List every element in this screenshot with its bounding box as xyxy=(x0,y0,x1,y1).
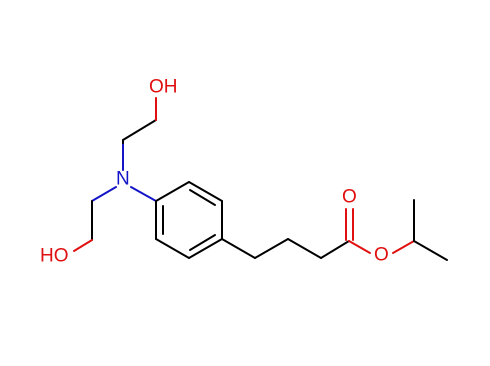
chain-bond-2 xyxy=(254,238,289,259)
isopropyl-bond-right xyxy=(413,240,448,261)
ring-double-bond-1 xyxy=(189,189,216,206)
bond-c4-o-left xyxy=(73,239,93,252)
lower-hydroxyethyl-arm xyxy=(73,186,117,252)
ester-bond-o-c xyxy=(392,240,415,254)
bond-n-c3 xyxy=(91,186,117,202)
carbonyl-group xyxy=(345,208,354,241)
ester-bond-c-o xyxy=(348,240,371,254)
chain-bond-1 xyxy=(221,238,256,259)
ring-double-bond-2 xyxy=(189,234,216,251)
atom-label-carbonyl-oxygen: O xyxy=(342,187,357,208)
chain-bond-3 xyxy=(287,238,322,259)
chain-bond-4 xyxy=(320,240,350,259)
upper-hydroxyethyl-arm xyxy=(122,97,157,171)
benzene-ring xyxy=(155,181,223,259)
isopropyl-group xyxy=(413,199,448,261)
butanoate-chain xyxy=(221,238,350,259)
bond-c1-c2 xyxy=(122,119,157,141)
ring-bond-5 xyxy=(155,238,190,259)
bond-n-ring xyxy=(130,186,157,202)
ring-bond-1 xyxy=(155,181,190,202)
atom-label-nitrogen: N xyxy=(116,169,130,190)
atom-label-ester-oxygen: O xyxy=(374,245,389,266)
atom-label-hydroxyl-left: HO xyxy=(40,246,69,267)
atom-label-hydroxyl-top: OH xyxy=(149,77,178,98)
ester-linkage xyxy=(348,240,415,254)
ring-bond-4 xyxy=(188,238,223,259)
ring-bond-2 xyxy=(188,181,223,202)
